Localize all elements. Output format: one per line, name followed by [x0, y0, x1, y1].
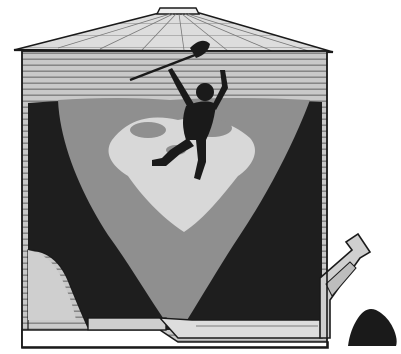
grain-pile-icon [348, 309, 397, 346]
roof-vent-cap [157, 8, 199, 14]
silo-roof [14, 8, 333, 52]
